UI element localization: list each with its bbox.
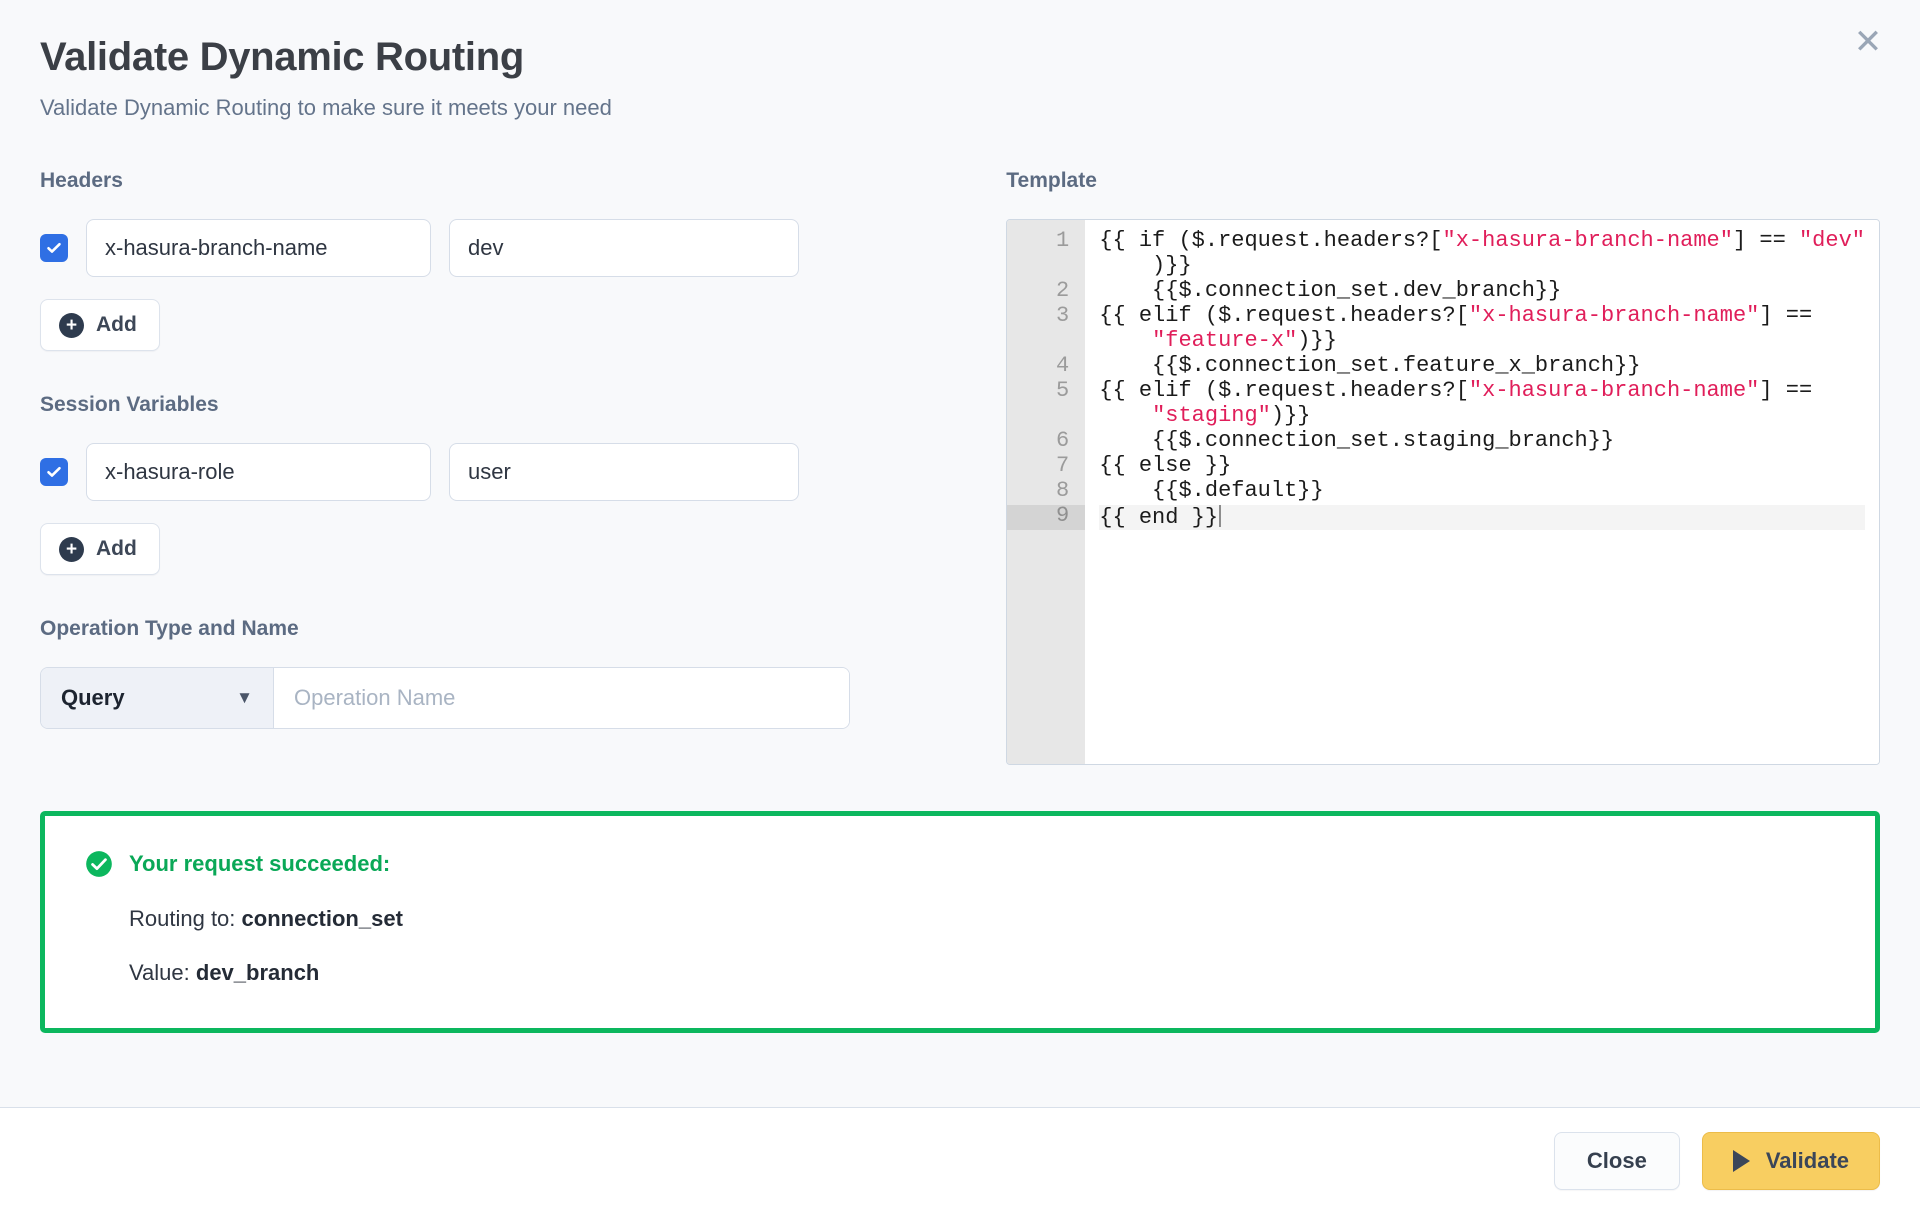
header-row — [40, 219, 956, 277]
code-line-active: {{ end }} — [1099, 505, 1865, 530]
check-circle-icon — [86, 851, 112, 877]
value-line: Value: dev_branch — [129, 960, 1835, 986]
code-line: "staging")}} — [1152, 403, 1311, 428]
line-number: 8 — [1056, 478, 1070, 503]
session-variable-enabled-checkbox[interactable] — [40, 458, 68, 486]
headers-section-label: Headers — [40, 169, 123, 192]
check-icon — [47, 466, 61, 477]
close-button[interactable]: Close — [1553, 1132, 1680, 1190]
code-line: {{ elif ($.request.headers?["x-hasura-br… — [1099, 303, 1813, 328]
line-number: 1 — [1056, 228, 1070, 253]
close-icon[interactable]: ✕ — [1846, 20, 1890, 64]
code-line: "feature-x")}} — [1152, 328, 1337, 353]
line-number — [1007, 255, 1085, 280]
code-line: {{ if ($.request.headers?["x-hasura-bran… — [1099, 228, 1865, 253]
add-header-label: Add — [96, 313, 137, 336]
page-title: Validate Dynamic Routing — [40, 35, 525, 79]
add-session-variable-label: Add — [96, 537, 137, 560]
dialog-footer: Close Validate — [0, 1108, 1920, 1214]
code-line: )}} — [1099, 253, 1192, 278]
header-key-input[interactable] — [86, 219, 431, 277]
chevron-down-icon: ▼ — [236, 688, 253, 707]
line-number — [1007, 405, 1085, 430]
plus-circle-icon: + — [59, 312, 84, 338]
editor-gutter: 1 2 3 4 5 6 7 8 9 — [1007, 220, 1086, 764]
operation-section-label: Operation Type and Name — [40, 617, 299, 640]
line-number-active: 9 — [1007, 505, 1086, 530]
code-line: {{ elif ($.request.headers?["x-hasura-br… — [1099, 378, 1813, 403]
line-number: 2 — [1056, 278, 1070, 303]
session-variable-value-input[interactable] — [449, 443, 799, 501]
code-line: {{$.default}} — [1099, 478, 1324, 503]
page-subtitle: Validate Dynamic Routing to make sure it… — [40, 95, 612, 120]
value-value: dev_branch — [195, 960, 320, 985]
code-line: {{ else }} — [1099, 453, 1232, 478]
operation-name-input[interactable] — [274, 668, 849, 728]
routing-to-value: connection_set — [241, 906, 403, 931]
line-number: 7 — [1056, 453, 1070, 478]
template-column: Template 1 2 3 4 5 6 7 8 9 {{ — [956, 169, 1880, 765]
line-number — [1007, 330, 1085, 355]
editor-code-area[interactable]: {{ if ($.request.headers?["x-hasura-bran… — [1085, 220, 1879, 764]
routing-to-line: Routing to: connection_set — [129, 906, 1835, 932]
validate-button[interactable]: Validate — [1701, 1132, 1880, 1190]
routing-to-label: Routing to: — [129, 906, 236, 931]
dialog-body: Headers + Add Session Variables — [0, 169, 1920, 765]
text-caret — [1219, 505, 1222, 527]
dialog-header: Validate Dynamic Routing Validate Dynami… — [0, 0, 1920, 121]
template-code-editor[interactable]: 1 2 3 4 5 6 7 8 9 {{ if ($.request.heade… — [1006, 219, 1880, 765]
add-header-button[interactable]: + Add — [40, 299, 160, 351]
form-column: Headers + Add Session Variables — [40, 169, 956, 765]
line-number: 3 — [1056, 303, 1070, 328]
success-header: Your request succeeded: — [85, 850, 1835, 878]
code-line: {{$.connection_set.dev_branch}} — [1099, 278, 1562, 303]
session-variables-section-label: Session Variables — [40, 393, 219, 416]
session-variable-row — [40, 443, 956, 501]
line-number: 6 — [1056, 428, 1070, 453]
operation-type-select[interactable]: Query ▼ — [41, 668, 274, 728]
code-line: {{$.connection_set.staging_branch}} — [1099, 428, 1615, 453]
validate-button-label: Validate — [1765, 1148, 1849, 1173]
value-label: Value: — [129, 960, 190, 985]
line-number: 4 — [1056, 353, 1070, 378]
operation-row: Query ▼ — [40, 667, 850, 729]
add-session-variable-button[interactable]: + Add — [40, 523, 160, 575]
template-section-label: Template — [1006, 169, 1097, 192]
success-title: Your request succeeded: — [129, 851, 391, 876]
code-line: {{$.connection_set.feature_x_branch}} — [1099, 353, 1641, 378]
line-number: 5 — [1056, 378, 1070, 403]
header-enabled-checkbox[interactable] — [40, 234, 68, 262]
result-panel-wrapper: Your request succeeded: Routing to: conn… — [0, 811, 1920, 1033]
session-variable-key-input[interactable] — [86, 443, 431, 501]
header-value-input[interactable] — [449, 219, 799, 277]
footer-divider — [0, 1107, 1920, 1108]
check-icon — [47, 242, 61, 253]
operation-type-value: Query — [61, 685, 125, 710]
success-panel: Your request succeeded: Routing to: conn… — [40, 811, 1880, 1033]
plus-circle-icon: + — [59, 536, 84, 562]
play-icon — [1732, 1150, 1750, 1172]
